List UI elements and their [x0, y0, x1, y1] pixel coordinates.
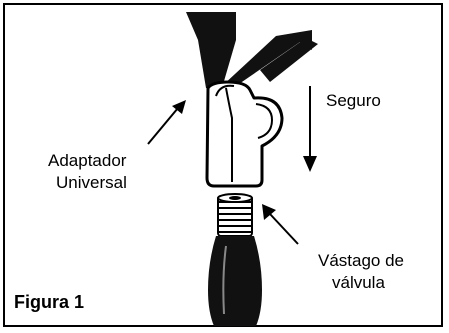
vastago-label-line2: válvula: [332, 273, 385, 292]
valve-stem-icon: [208, 193, 262, 326]
seguro-label: Seguro: [326, 91, 381, 110]
vastago-label-line1: Vástago de: [318, 251, 405, 270]
figure-title: Figura 1: [14, 292, 85, 312]
adaptador-label-line2: Universal: [56, 173, 127, 192]
adaptador-label-line1: Adaptador: [48, 151, 127, 170]
universal-adapter-icon: [205, 80, 284, 188]
arrow-icon: [147, 86, 317, 245]
inflator-handle-icon: [186, 12, 318, 88]
